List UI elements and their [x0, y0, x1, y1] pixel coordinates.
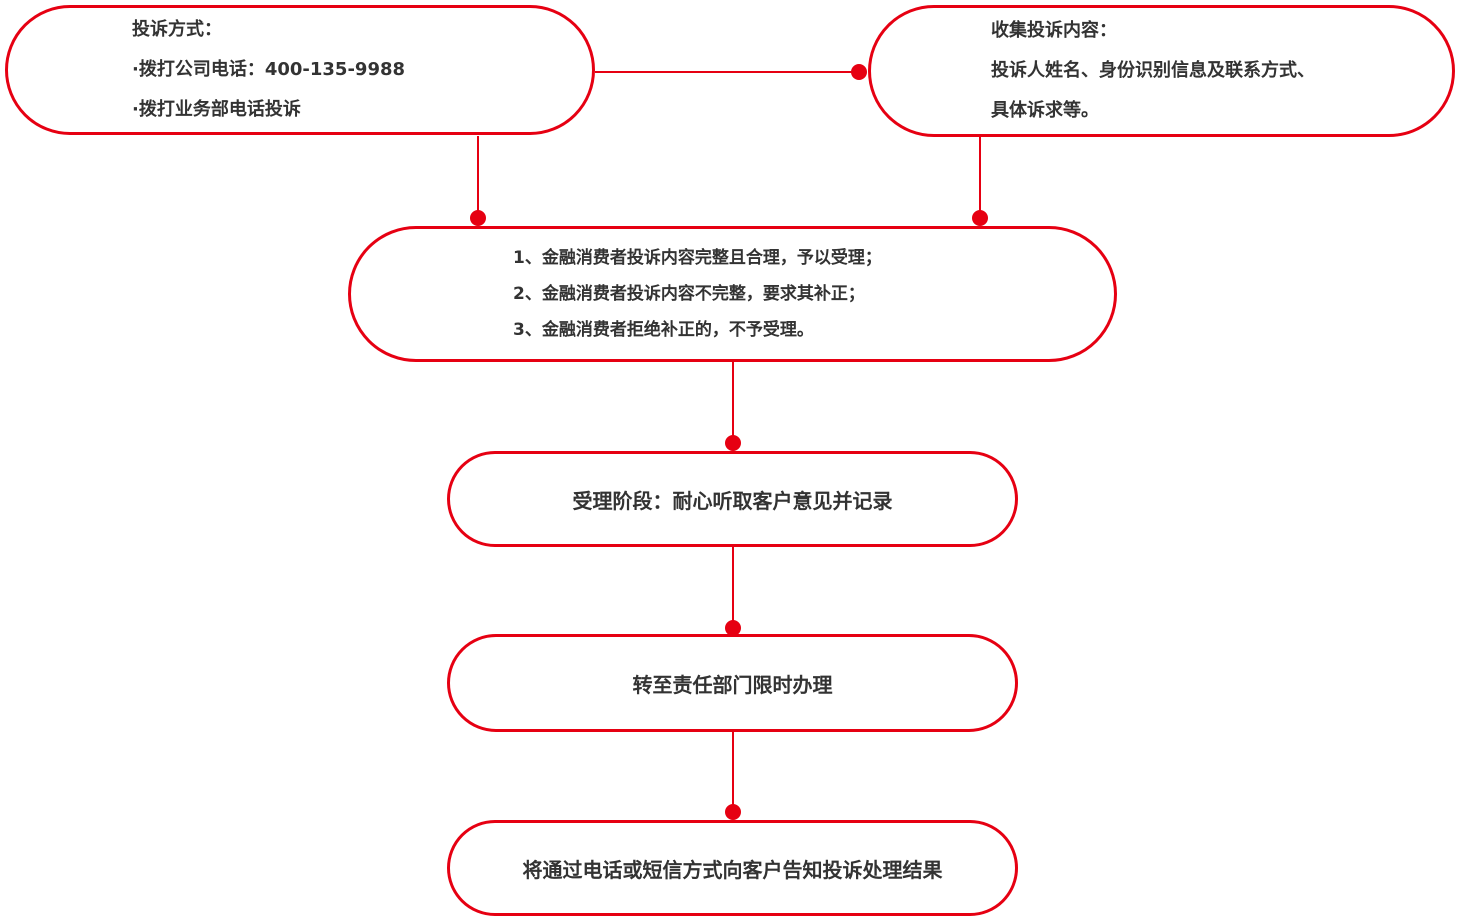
junction-dot-icon — [725, 620, 741, 636]
node-transfer-department: 转至责任部门限时办理 — [447, 634, 1018, 732]
node-notify-result: 将通过电话或短信方式向客户告知投诉处理结果 — [447, 820, 1018, 916]
node-handling-rules: 1、金融消费者投诉内容完整且合理，予以受理； 2、金融消费者投诉内容不完整，要求… — [348, 226, 1117, 362]
connector-left-to-rules — [477, 136, 479, 212]
junction-dot-icon — [725, 435, 741, 451]
node-text-line: 具体诉求等。 — [991, 100, 1099, 121]
node-text-line: ·拨打公司电话：400-135-9988 — [132, 59, 406, 80]
node-text-line: 2、金融消费者投诉内容不完整，要求其补正； — [513, 284, 865, 304]
node-acceptance-stage: 受理阶段：耐心听取客户意见并记录 — [447, 451, 1018, 547]
junction-dot-icon — [972, 210, 988, 226]
junction-dot-icon — [470, 210, 486, 226]
connector-transfer-to-notify — [732, 732, 734, 805]
connector-acceptance-to-transfer — [732, 547, 734, 621]
junction-dot-icon — [851, 64, 867, 80]
node-text-line: 投诉人姓名、身份识别信息及联系方式、 — [991, 60, 1315, 81]
node-text-line: 投诉方式： — [132, 19, 222, 40]
node-text-line: 受理阶段：耐心听取客户意见并记录 — [572, 488, 893, 513]
node-complaint-methods: 投诉方式： ·拨打公司电话：400-135-9988 ·拨打业务部电话投诉 — [5, 5, 595, 135]
node-text-line: ·拨打业务部电话投诉 — [132, 99, 301, 120]
node-text-line: 收集投诉内容： — [991, 20, 1117, 41]
node-collect-content: 收集投诉内容： 投诉人姓名、身份识别信息及联系方式、 具体诉求等。 — [868, 5, 1455, 137]
node-text-line: 1、金融消费者投诉内容完整且合理，予以受理； — [513, 248, 882, 268]
node-text-line: 将通过电话或短信方式向客户告知投诉处理结果 — [522, 857, 943, 882]
junction-dot-icon — [725, 804, 741, 820]
connector-horizontal-top — [595, 71, 860, 73]
connector-rules-to-acceptance — [732, 362, 734, 436]
connector-right-to-rules — [979, 137, 981, 212]
node-text-line: 转至责任部门限时办理 — [632, 672, 833, 697]
node-text-line: 3、金融消费者拒绝补正的，不予受理。 — [513, 320, 814, 340]
